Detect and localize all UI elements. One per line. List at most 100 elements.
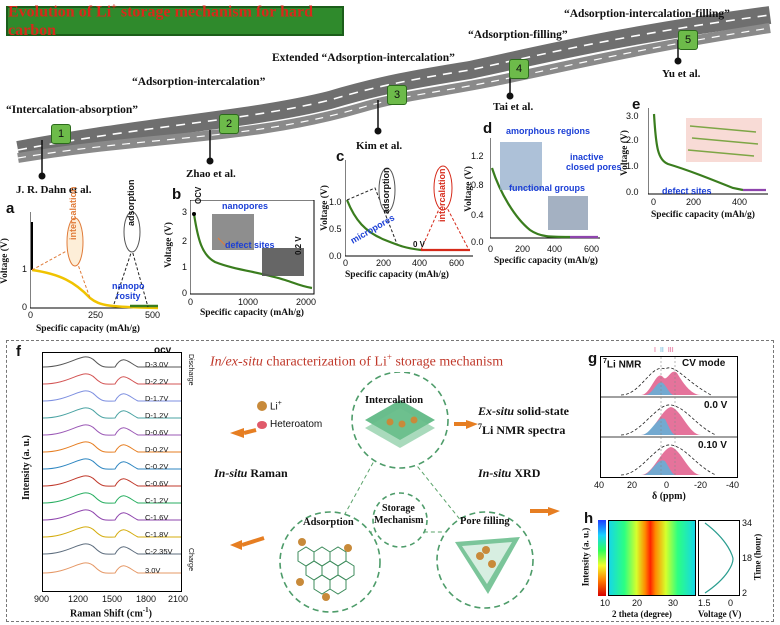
panel-f-xtick-3: 1800 — [136, 594, 157, 604]
trace-label: C-1.8V — [145, 530, 169, 539]
panel-e-letter: e — [632, 96, 641, 113]
panel-a-ytick-1: 1 — [22, 264, 28, 274]
exsitu-nmr-label: Ex-situ solid-state 7Li NMR spectra — [478, 404, 569, 438]
exsitu-line-1: Ex-situ solid-state — [478, 404, 570, 418]
panel-b-xtick-1: 1000 — [238, 297, 259, 307]
panel-g-xtick-3: -20 — [694, 480, 708, 490]
panel-b-plot — [190, 200, 315, 295]
panel-b-xlabel: Specific capacity (mAh/g) — [200, 308, 304, 318]
panel-h-xtick-2: 30 — [668, 598, 679, 608]
intercalation-label: Intercalation — [365, 395, 424, 406]
panel-a-xtick-1: 250 — [88, 310, 104, 320]
center-title: In/ex-situ characterization of Li+ stora… — [210, 352, 504, 370]
panel-h-colorbar — [598, 520, 606, 596]
panel-f-plot — [42, 352, 182, 592]
panel-h-time-tick-1: 18 — [742, 553, 753, 563]
panel-c-intercalation-label: intercalation — [437, 168, 447, 222]
panel-e-ytick-2: 2.0 — [626, 135, 639, 145]
insitu-xrd-label: In-situ XRD — [478, 466, 541, 480]
panel-c-0v-label: 0 V — [413, 240, 426, 249]
panel-b-defect-label: defect sites — [225, 240, 275, 250]
panel-b-xtick-2: 2000 — [296, 297, 317, 307]
panel-e-ytick-3: 3.0 — [626, 111, 639, 121]
author-3: Kim et al. — [356, 140, 403, 152]
stage-label-3: Extended “Adsorption-intercalation” — [272, 52, 455, 64]
insitu-raman-label: In-situ Raman — [214, 466, 288, 480]
panel-c-ytick-2: 1.0 — [329, 197, 342, 207]
panel-g-nmr-label: 7Li NMR — [603, 358, 642, 371]
panel-h-xtick-1: 20 — [632, 598, 643, 608]
stage-label-2: “Adsorption-intercalation” — [132, 76, 266, 88]
panel-e-xtick-2: 400 — [732, 197, 748, 207]
panel-e-xlabel: Specific capacity (mAh/g) — [651, 210, 755, 220]
trace-label: C-0.6V — [145, 479, 169, 488]
panel-h-xtick-0: 10 — [600, 598, 611, 608]
panel-g-plot — [600, 356, 738, 478]
trace-label: D-0.6V — [145, 428, 169, 437]
panel-c-ytick-0: 0.0 — [329, 251, 342, 261]
panel-b-letter: b — [172, 186, 182, 203]
panel-f-ocv: ocv — [154, 345, 172, 356]
trace-label: D-0.2V — [145, 445, 169, 454]
milestone-5: 5 — [678, 30, 698, 50]
panel-g-peak-labels: I II III — [654, 347, 674, 354]
trace-label: D-1.2V — [145, 411, 169, 420]
panel-f-ylabel: Intensity (a. u.) — [21, 434, 33, 501]
panel-f-trace-labels: D-3.0V D-2.2V D-1.7V D-1.2V D-0.6V D-0.2… — [145, 356, 179, 579]
panel-d-xtick-2: 400 — [547, 244, 563, 254]
panel-a-letter: a — [6, 200, 15, 217]
stage-label-1: “Intercalation-absorption” — [6, 104, 139, 116]
milestone-4: 4 — [509, 59, 529, 79]
panel-c-xtick-1: 200 — [376, 258, 392, 268]
panel-e-ytick-1: 1.0 — [626, 161, 639, 171]
panel-a-ylabel: Voltage (V) — [0, 238, 10, 284]
milestone-2: 2 — [219, 114, 239, 134]
panel-f-xtick-2: 1500 — [102, 594, 123, 604]
panel-g-xtick-1: 20 — [627, 480, 638, 490]
page-title: Evolution of Li+ storage mechanism for h… — [8, 2, 313, 39]
panel-d-ytick-0: 0.0 — [471, 237, 484, 247]
peak-label-1: I — [654, 347, 656, 354]
panel-d-inactive-label-2: closed pores — [566, 162, 622, 172]
panel-f-traces — [43, 356, 181, 574]
panel-f-xtick-0: 900 — [34, 594, 50, 604]
milestone-3: 3 — [387, 85, 407, 105]
trace-label: D-1.7V — [145, 394, 169, 403]
panel-d-ytick-3: 1.2 — [471, 151, 484, 161]
milestone-1: 1 — [51, 124, 71, 144]
panel-h-ylabel: Intensity (a. u.) — [580, 527, 591, 587]
panel-d-xtick-0: 0 — [488, 244, 494, 254]
panel-d-ylabel: Voltage (V) — [463, 166, 474, 212]
panel-d-inactive-label-1: inactive — [570, 152, 604, 162]
panel-a-xlabel: Specific capacity (mAh/g) — [36, 324, 140, 334]
panel-f-xtick-4: 2100 — [168, 594, 189, 604]
panel-a-xtick-2: 500 — [145, 310, 161, 320]
panel-b-ytick-2: 2 — [182, 236, 188, 246]
panel-a-xtick-0: 0 — [28, 310, 34, 320]
panel-d-amorphous-label: amorphous regions — [506, 126, 591, 136]
panel-g-xtick-0: 40 — [594, 480, 605, 490]
panel-h-voltage-curve — [704, 522, 734, 594]
trace-label: C-0.2V — [145, 462, 169, 471]
panel-f-xlabel: Raman Shift (cm-1) — [70, 606, 152, 620]
panel-c-ytick-1: 0.5 — [329, 224, 342, 234]
panel-d-ytick-2: 0.8 — [471, 180, 484, 190]
panel-h-letter: h — [584, 510, 594, 527]
panel-b-xtick-0: 0 — [188, 297, 194, 307]
panel-b-ylabel: Voltage (V) — [163, 222, 174, 268]
panel-g-spectra — [601, 357, 737, 477]
characterization-frame — [6, 340, 774, 622]
author-1: J. R. Dahn et al. — [16, 184, 92, 196]
panel-f-charge-label: Charge — [187, 548, 194, 571]
panel-e-ytick-0: 0.0 — [626, 187, 639, 197]
panel-f-xtick-1: 1200 — [68, 594, 89, 604]
panel-h-heatmap — [608, 520, 696, 596]
panel-e-plot — [648, 108, 768, 195]
panel-f-letter: f — [16, 343, 21, 360]
storage-mechanism-label-2: Mechanism — [374, 515, 424, 526]
panel-c-xtick-2: 400 — [412, 258, 428, 268]
panel-a-ytick-0: 0 — [22, 302, 28, 312]
adsorption-label: Adsorption — [303, 517, 354, 528]
panel-d-xtick-1: 200 — [515, 244, 531, 254]
panel-d-xtick-3: 600 — [584, 244, 600, 254]
